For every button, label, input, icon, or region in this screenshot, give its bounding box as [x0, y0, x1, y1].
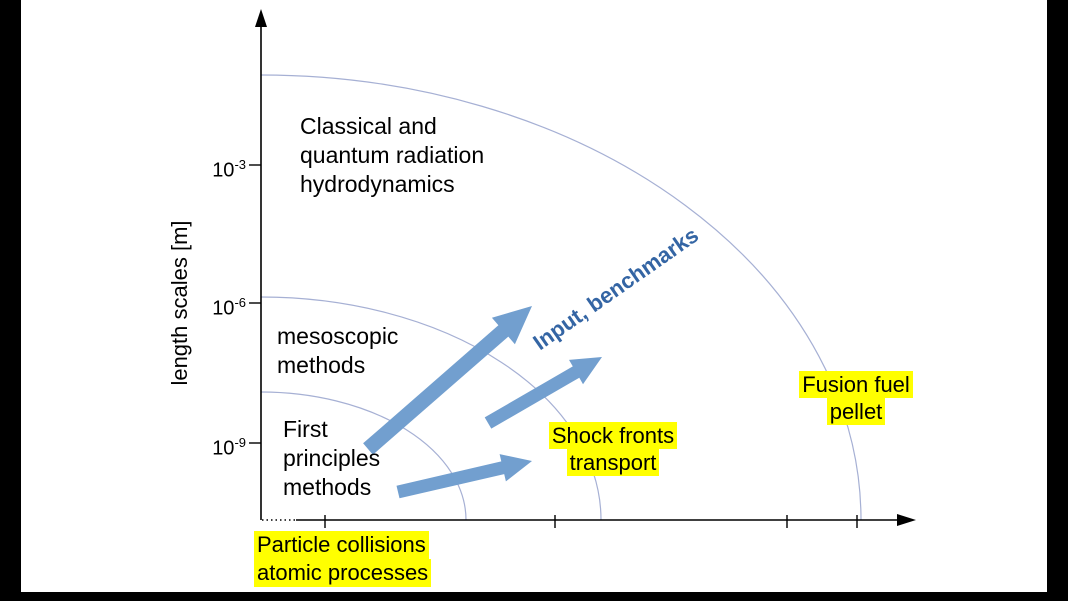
frame-bar-right: [1047, 0, 1068, 601]
tick-base: 10: [212, 437, 235, 460]
region-label-line: methods: [277, 352, 366, 378]
arrow-first-principles-to-mesoscopic-icon: [363, 306, 532, 455]
annotation-fusion-fuel-pellet: Fusion fuel pellet: [783, 371, 929, 425]
y-axis-title: length scales [m]: [167, 220, 192, 386]
x-axis-arrowhead-icon: [897, 514, 916, 526]
region-label-line: quantum radiation: [300, 142, 485, 168]
tick-exponent: -9: [234, 435, 246, 450]
highlighted-text: transport: [566, 449, 660, 476]
region-label-line: First: [283, 416, 328, 442]
region-label-line: methods: [283, 474, 372, 500]
tick-exponent: -3: [234, 157, 246, 172]
y-tick-label-1e-9: 10-9: [198, 430, 246, 462]
annotation-particle-collisions: Particle collisions atomic processes: [254, 531, 432, 587]
scale-arc-inner: [260, 391, 467, 521]
region-label-line: mesoscopic: [277, 323, 399, 349]
highlighted-text: Particle collisions: [254, 531, 429, 559]
y-axis-arrowhead-icon: [255, 9, 267, 27]
region-label-line: hydrodynamics: [300, 171, 455, 197]
annotation-shock-fronts: Shock fronts transport: [538, 422, 688, 476]
region-label-line: Classical and: [300, 113, 437, 139]
region-label-first-principles: First principles methods: [283, 415, 380, 502]
frame-bar-left: [0, 0, 21, 601]
highlighted-text: pellet: [826, 398, 886, 425]
arrow-benchmarks-mid-icon: [484, 357, 602, 429]
highlighted-text: Fusion fuel: [799, 371, 913, 398]
tick-exponent: -6: [234, 295, 246, 310]
arrow-benchmarks-lower-icon: [396, 454, 532, 499]
region-label-classical: Classical and quantum radiation hydrodyn…: [300, 112, 484, 199]
tick-base: 10: [212, 159, 235, 182]
highlighted-text: Shock fronts: [548, 422, 678, 449]
y-tick-label-1e-3: 10-3: [198, 152, 246, 184]
highlighted-text: atomic processes: [254, 559, 432, 587]
y-tick-label-1e-6: 10-6: [198, 290, 246, 322]
tick-base: 10: [212, 297, 235, 320]
region-label-line: principles: [283, 445, 381, 471]
frame-bar-bottom: [0, 592, 1068, 601]
region-label-mesoscopic: mesoscopic methods: [277, 322, 398, 380]
